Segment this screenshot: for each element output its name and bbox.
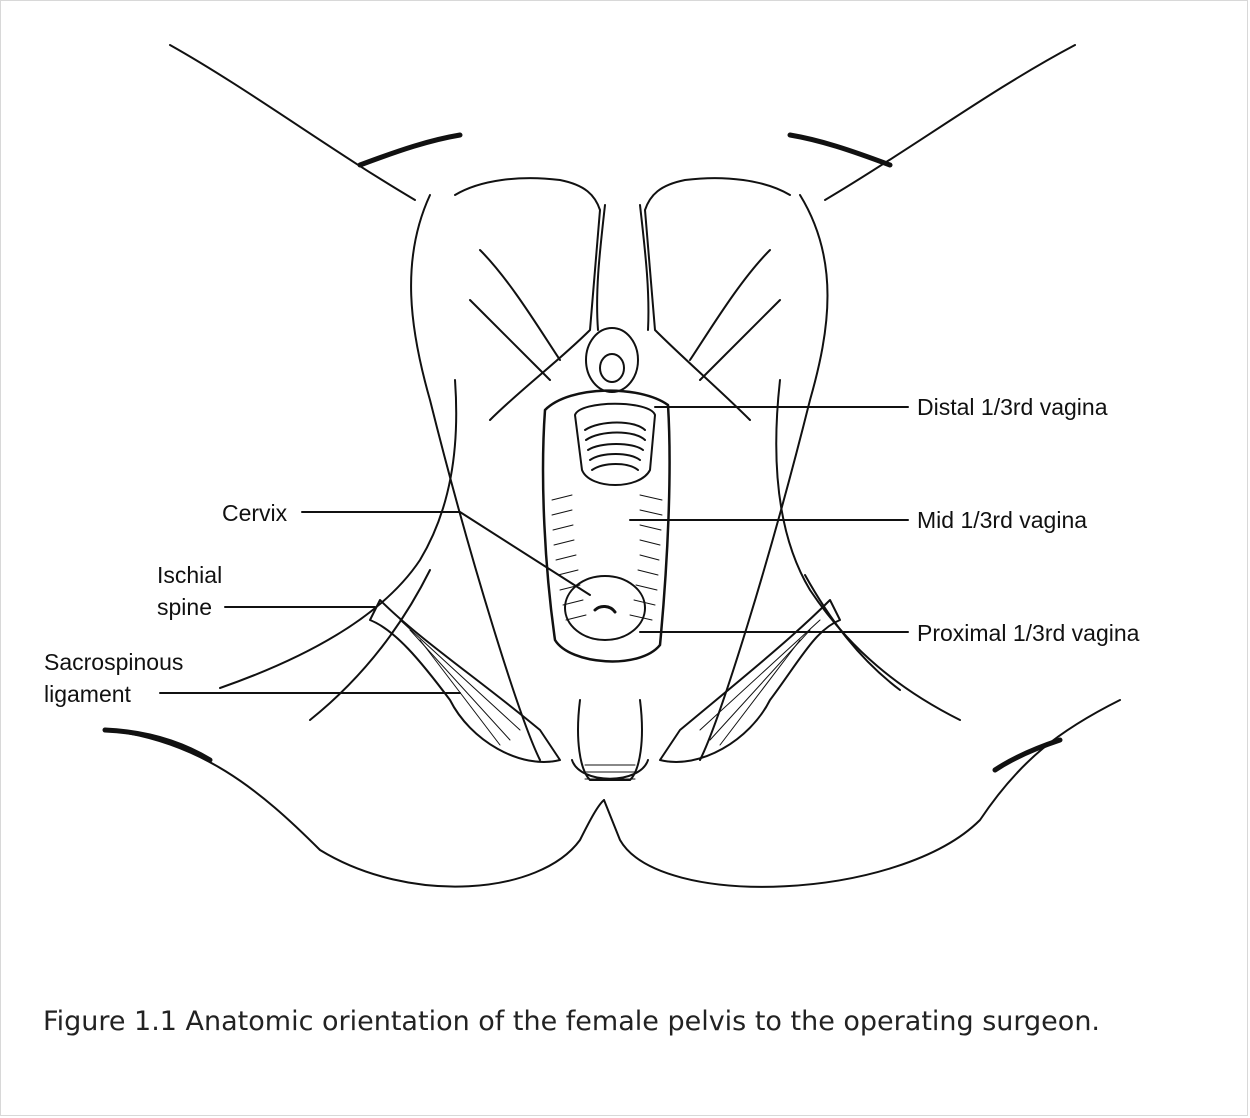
coccyx <box>578 700 642 780</box>
right-thigh-fold <box>790 135 890 165</box>
right-retractor-fold2 <box>700 300 780 380</box>
label-ischial-spine-line1: Ischial <box>157 559 222 591</box>
label-distal-vagina: Distal 1/3rd vagina <box>917 391 1108 423</box>
left-thigh-fold <box>360 135 460 165</box>
left-retractor-fold2 <box>470 300 550 380</box>
vagina-outline <box>543 391 670 662</box>
right-labia-outer <box>700 195 828 760</box>
vagina-hatching <box>552 495 662 620</box>
right-buttock-fold <box>995 740 1060 770</box>
right-thigh-outline <box>825 45 1075 200</box>
label-mid-vagina: Mid 1/3rd vagina <box>917 504 1087 536</box>
label-proximal-vagina: Proximal 1/3rd vagina <box>917 617 1139 649</box>
leader-lines <box>160 407 908 693</box>
left-retractor <box>455 178 600 420</box>
label-cervix: Cervix <box>222 497 287 529</box>
figure-caption: Figure 1.1 Anatomic orientation of the f… <box>43 1006 1100 1037</box>
right-retractor-fold <box>690 250 770 360</box>
left-inner-line2 <box>310 570 430 720</box>
label-sacrospinous-line2: ligament <box>44 678 131 710</box>
left-retractor-fold <box>480 250 560 360</box>
right-retractor <box>645 178 790 420</box>
label-sacrospinous-line1: Sacrospinous <box>44 646 183 678</box>
left-thigh-outline <box>170 45 415 200</box>
pelvis-illustration <box>0 0 1250 960</box>
right-ligament <box>660 600 840 762</box>
right-inner-line <box>776 380 960 720</box>
left-buttock <box>105 730 604 887</box>
left-buttock-fold <box>105 730 210 760</box>
urethra-column-right <box>640 205 648 330</box>
label-ischial-spine-line2: spine <box>157 591 212 623</box>
